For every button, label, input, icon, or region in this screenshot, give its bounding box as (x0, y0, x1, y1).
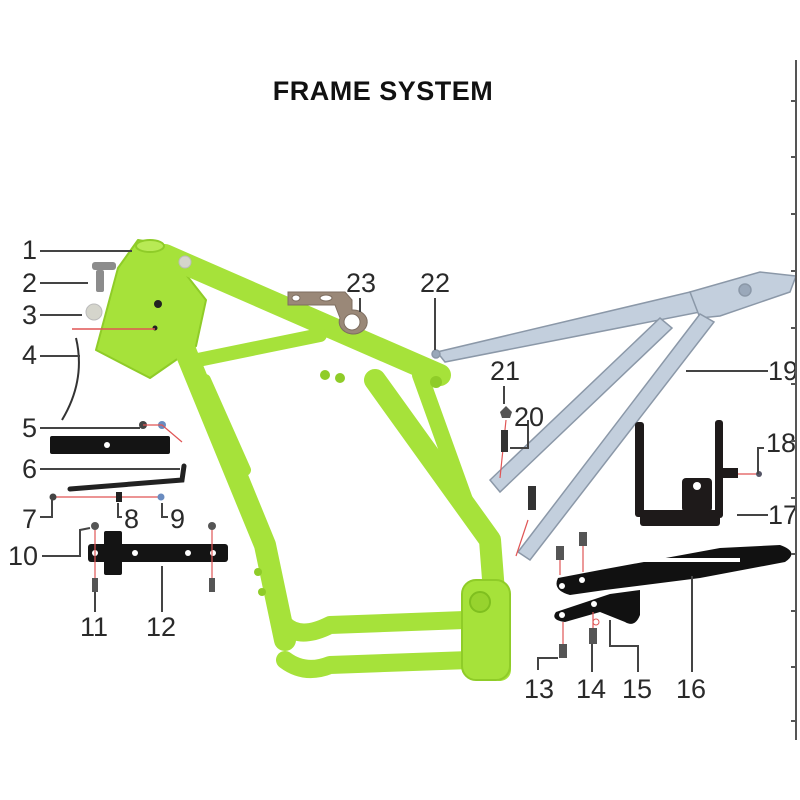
callout-2: 2 (22, 268, 38, 298)
callout-10: 10 (8, 541, 39, 571)
callout-11: 11 (80, 612, 109, 642)
bracket-plate[interactable] (88, 531, 228, 575)
callout-4: 4 (22, 340, 38, 370)
page-edge-ruler (795, 60, 797, 740)
rear-grab-rail[interactable] (554, 545, 792, 624)
ruler-tick (791, 553, 796, 555)
bolt-14[interactable] (589, 628, 597, 644)
washer-15[interactable] (592, 618, 600, 626)
rod[interactable] (67, 463, 187, 492)
callout-22: 22 (420, 268, 451, 298)
callout-17: 17 (768, 500, 799, 530)
ruler-tick (791, 440, 796, 442)
nut-10[interactable] (91, 522, 99, 530)
ruler-tick (791, 100, 796, 102)
battery-bracket[interactable] (635, 420, 738, 526)
nut-21[interactable] (500, 406, 512, 418)
steering-lock-bracket[interactable] (92, 262, 116, 292)
callout-14: 14 (576, 674, 607, 704)
callout-12: 12 (146, 612, 177, 642)
ruler-tick (791, 156, 796, 158)
page-title: FRAME SYSTEM (272, 76, 494, 106)
callout-19: 19 (768, 356, 799, 386)
callout-1: 1 (22, 235, 38, 265)
callout-8: 8 (124, 504, 140, 534)
ruler-tick (791, 610, 796, 612)
mount-bracket[interactable] (287, 291, 368, 335)
callout-20: 20 (514, 402, 545, 432)
ruler-tick (791, 497, 796, 499)
nut-9[interactable] (157, 493, 165, 501)
rubber-cap-2[interactable] (178, 255, 192, 269)
spacer-8[interactable] (116, 492, 122, 502)
callout-3: 3 (22, 300, 38, 330)
ruler-tick (791, 666, 796, 668)
wire-clip[interactable] (61, 337, 80, 421)
bolt-20[interactable] (501, 430, 508, 452)
callout-15: 15 (622, 674, 653, 704)
callout-6: 6 (22, 454, 38, 484)
ruler-tick (791, 213, 796, 215)
callout-7: 7 (22, 504, 38, 534)
callout-9: 9 (170, 504, 186, 534)
bolt-13[interactable] (559, 644, 567, 658)
ruler-tick (791, 383, 796, 385)
main-frame[interactable] (95, 239, 511, 681)
bolt-11[interactable] (92, 578, 98, 592)
rubber-cap[interactable] (85, 303, 103, 321)
leader-lines (40, 250, 768, 672)
callout-16: 16 (676, 674, 707, 704)
ruler-tick (791, 327, 796, 329)
ruler-tick (791, 270, 796, 272)
ruler-tick (791, 720, 796, 722)
rear-subframe[interactable] (431, 271, 798, 562)
callout-5: 5 (22, 413, 38, 443)
callout-21: 21 (490, 356, 521, 386)
bolt-7[interactable] (49, 493, 57, 501)
callout-18: 18 (766, 428, 797, 458)
callout-23: 23 (346, 268, 377, 298)
callout-13: 13 (524, 674, 555, 704)
